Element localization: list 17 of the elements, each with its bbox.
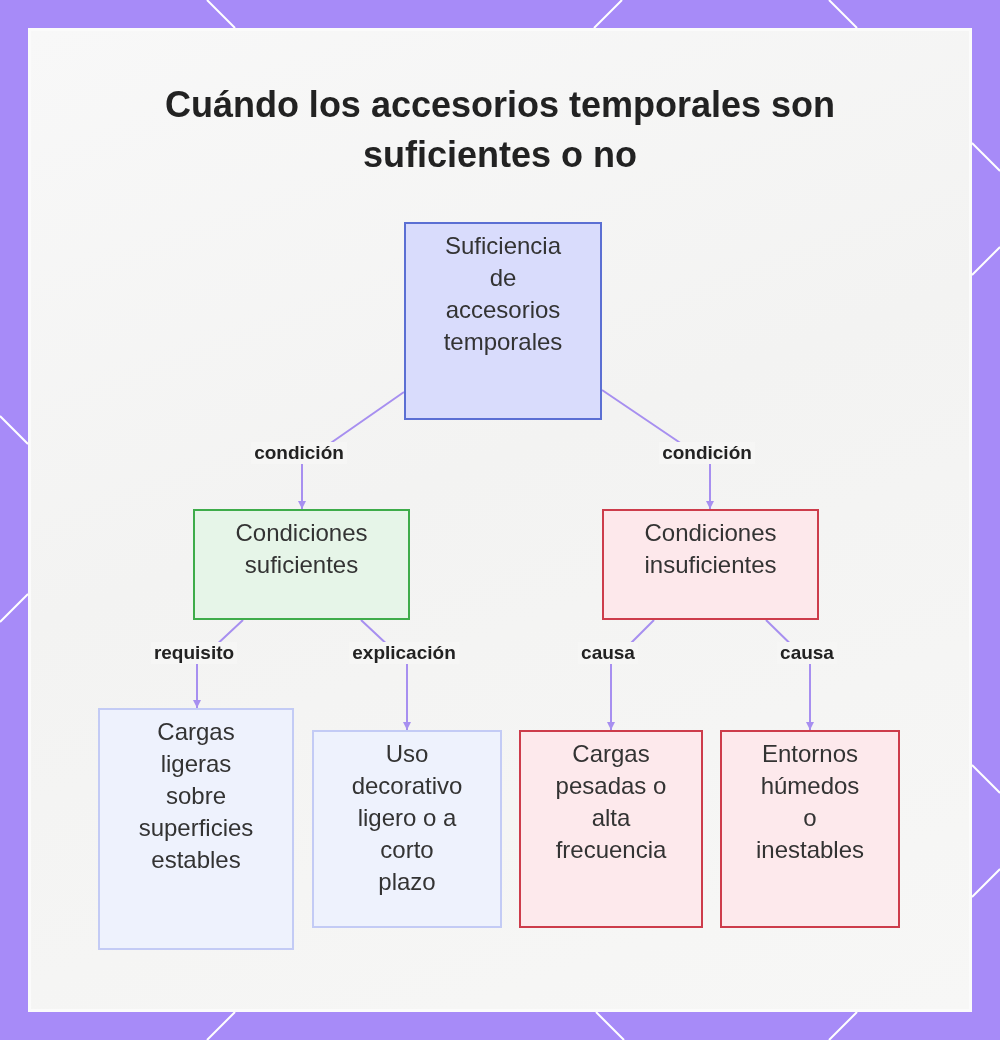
edge-label: causa — [777, 642, 837, 664]
concept-text: Cargas ligeras sobre superficies estables — [137, 717, 255, 875]
concept-box — [602, 509, 819, 620]
concept-box — [404, 222, 602, 420]
concept-box — [312, 730, 502, 928]
concept-text: Condiciones suficientes — [234, 518, 369, 580]
concept-box — [193, 509, 410, 620]
edge-label: causa — [578, 642, 638, 664]
concept-text: Entornos húmedos o inestables — [754, 739, 866, 865]
concept-text: Condiciones insuficientes — [643, 518, 778, 580]
concept-box — [720, 730, 900, 928]
concept-text: Cargas pesadas o alta frecuencia — [554, 739, 668, 865]
concept-text: Suficiencia de accesorios temporales — [442, 231, 564, 357]
concept-box — [98, 708, 294, 950]
concept-box — [519, 730, 703, 928]
concept-text: Uso decorativo ligero o a corto plazo — [350, 739, 464, 897]
diagram-title: Cuándo los accesorios temporales son suficientes o no — [163, 83, 837, 177]
